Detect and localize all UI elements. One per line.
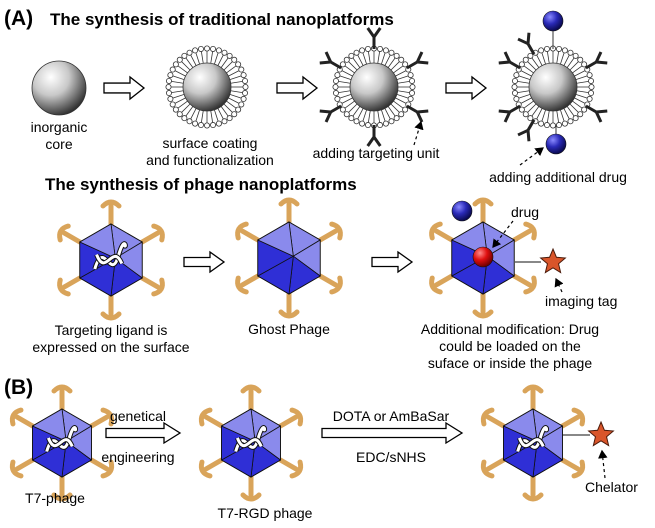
inorganic-core-sphere bbox=[31, 60, 87, 116]
coating-label-line2: and functionalization bbox=[146, 152, 274, 168]
drug-step-label: adding additional drug bbox=[489, 169, 627, 185]
drug-ball-bottom bbox=[545, 133, 567, 155]
panel-b-label: (B) bbox=[4, 376, 34, 399]
targeted-coating-layer bbox=[332, 45, 416, 129]
modification-label-line2: could be loaded on the bbox=[439, 338, 581, 354]
chelator-label: Chelator bbox=[585, 479, 638, 495]
drug-stage-antibody bbox=[585, 104, 608, 123]
drug-label: drug bbox=[511, 204, 540, 220]
t7-rgd-phage bbox=[198, 384, 304, 502]
pointer-additional-drug bbox=[519, 147, 544, 166]
targeted-core-sphere bbox=[349, 62, 399, 112]
imaging-tag-star bbox=[539, 247, 567, 274]
targeting-antibody bbox=[406, 51, 429, 70]
ligand-label-line1: Targeting ligand is bbox=[54, 322, 168, 338]
modification-label-line1: Additional modification: Drug bbox=[420, 321, 600, 337]
coating-label-line1: surface coating bbox=[162, 135, 258, 151]
drug-stage-antibody bbox=[585, 51, 608, 70]
core-label-line1: inorganic bbox=[30, 119, 88, 135]
chelator-phage bbox=[480, 384, 586, 502]
edc-label: EDC/sNHS bbox=[355, 449, 427, 465]
targeting-antibody bbox=[406, 104, 429, 123]
targeting-antibody bbox=[366, 125, 382, 147]
arrow-coating-to-targeting bbox=[276, 75, 319, 101]
coated-core-sphere bbox=[182, 62, 232, 112]
pointer-imaging-tag bbox=[554, 277, 564, 293]
drug-ball-surface bbox=[451, 200, 473, 222]
arrow-targeting-to-ghost bbox=[183, 250, 226, 274]
engineering-label: engineering bbox=[101, 449, 175, 465]
imaging-tag-label: imaging tag bbox=[545, 293, 618, 309]
phage-title: The synthesis of phage nanoplatforms bbox=[45, 175, 357, 194]
drug-stage-antibody bbox=[517, 32, 536, 55]
arrow-targeting-to-drug bbox=[445, 75, 488, 101]
arrow-ghost-to-modified bbox=[371, 250, 414, 274]
arrow-dota-conjugation bbox=[321, 421, 464, 445]
modified-phage bbox=[429, 197, 537, 319]
drug-coating-layer bbox=[511, 45, 595, 129]
chelator-star bbox=[587, 420, 615, 447]
drug-ball-inside bbox=[472, 246, 494, 268]
traditional-title: The synthesis of traditional nanoplatfor… bbox=[50, 10, 394, 29]
ligand-label-line2: expressed on the surface bbox=[32, 339, 190, 355]
surface-coating-layer bbox=[165, 45, 249, 129]
targeting-antibody bbox=[366, 27, 382, 49]
core-label-line2: core bbox=[45, 136, 73, 152]
targeting-phage bbox=[57, 199, 165, 321]
drug-ball-top bbox=[542, 10, 564, 32]
pointer-chelator bbox=[598, 449, 608, 479]
panel-a-label: (A) bbox=[4, 7, 34, 30]
modification-label-line3: suface or inside the phage bbox=[427, 355, 593, 371]
ghost-phage bbox=[235, 197, 343, 319]
t7-phage bbox=[9, 384, 115, 502]
ghost-phage-label: Ghost Phage bbox=[248, 321, 330, 337]
dota-label: DOTA or AmBaSar bbox=[332, 408, 450, 424]
arrow-core-to-coating bbox=[103, 75, 146, 101]
targeting-label: adding targeting unit bbox=[312, 145, 440, 161]
t7-rgd-label: T7-RGD phage bbox=[217, 505, 313, 521]
genetical-label: genetical bbox=[109, 408, 167, 424]
targeting-antibody bbox=[319, 104, 342, 123]
drug-core-sphere bbox=[528, 62, 578, 112]
targeting-antibody bbox=[319, 51, 342, 70]
pointer-targeting-unit bbox=[413, 120, 424, 146]
arrow-genetical-engineering bbox=[105, 421, 182, 445]
t7-phage-label: T7-phage bbox=[25, 490, 85, 506]
drug-stage-antibody bbox=[498, 51, 521, 70]
drug-stage-antibody bbox=[517, 119, 536, 142]
drug-stage-antibody bbox=[498, 104, 521, 123]
